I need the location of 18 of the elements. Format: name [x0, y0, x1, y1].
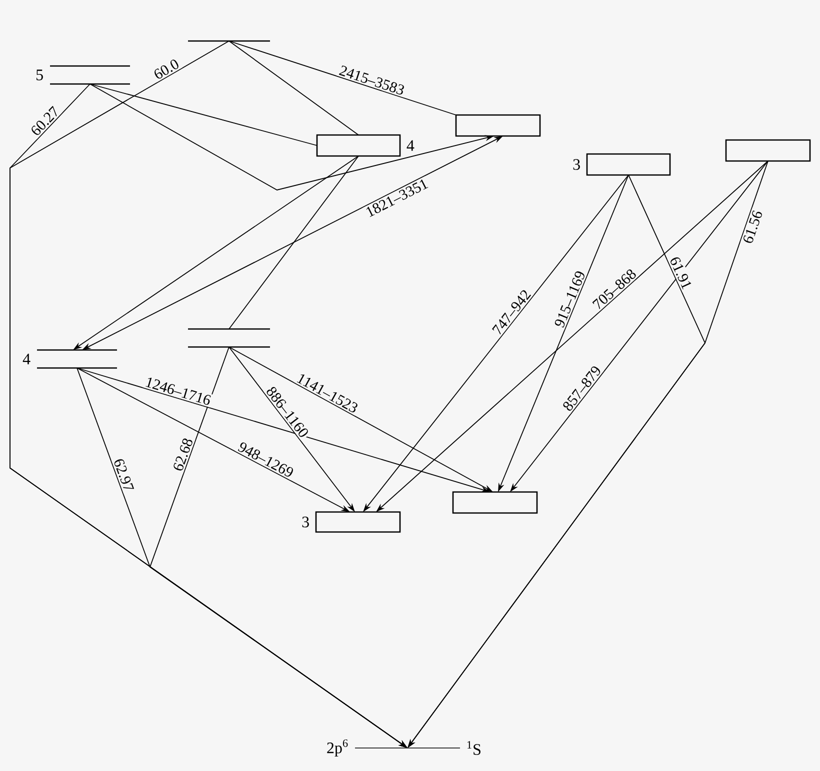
level-box: 4 [316, 134, 414, 157]
level-box: 3 [573, 153, 671, 176]
level-box [455, 114, 541, 137]
level-box: 3 [302, 511, 401, 533]
node-label: 3 [573, 159, 580, 170]
node-label: 3 [302, 516, 309, 528]
energy-level [188, 328, 270, 348]
level-box [725, 139, 811, 162]
edge-label: 62.97 [111, 456, 136, 495]
energy-level: 5 [36, 65, 130, 85]
edge-label: 62.68 [170, 435, 196, 474]
edge-label: 61.56 [740, 207, 765, 246]
node-label: 4 [406, 140, 414, 151]
ground-level: 2p$^{6}$ $^{1}$S [327, 739, 480, 757]
edge-label: 60.0 [150, 56, 182, 82]
edge-label: 61.91 [667, 253, 694, 292]
energy-level: 4 [22, 349, 117, 369]
level-box [452, 491, 538, 514]
